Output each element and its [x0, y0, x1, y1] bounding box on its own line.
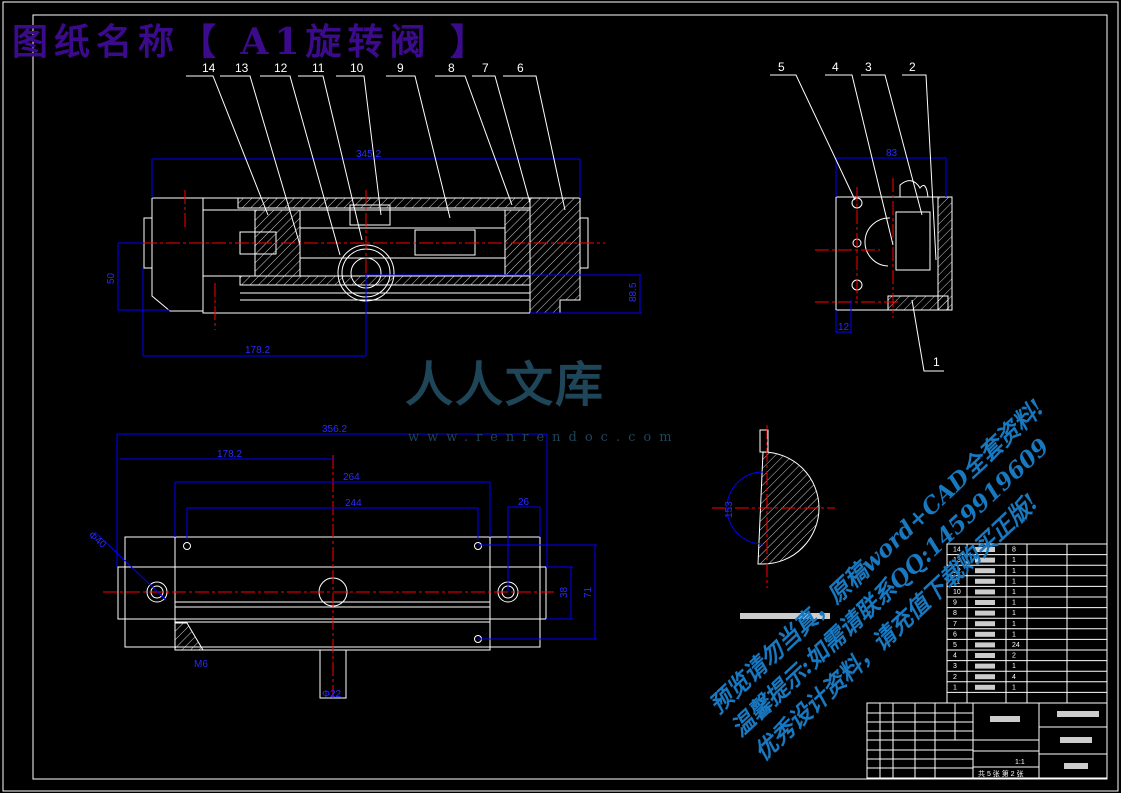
- svg-text:14: 14: [202, 61, 216, 75]
- svg-text:8: 8: [448, 61, 455, 75]
- dim-shaft: Φ22: [322, 689, 342, 700]
- table-row-name: [975, 589, 995, 595]
- front-section-view: 345.2 50 178.2 88.5 14 13 12 11 10 9 8 7…: [106, 61, 642, 357]
- dim-top-offset: 178.2: [217, 449, 242, 460]
- dim-height: 50: [106, 272, 117, 284]
- table-row-number: 4: [953, 653, 957, 660]
- dim-dia: Φ40: [86, 530, 108, 551]
- watermark-site: www.renrendoc.com: [408, 430, 680, 445]
- top-view: 356.2 178.2 264 244 26 Φ40 38 71 M6 Φ22: [86, 424, 597, 700]
- table-row-number: 2: [953, 674, 957, 681]
- table-row-quantity: 1: [1012, 589, 1016, 596]
- table-row-name: [975, 642, 995, 648]
- side-view: 83 12 5 4 3 2 1: [770, 60, 953, 372]
- svg-text:4: 4: [832, 60, 839, 74]
- dim-overall: 345.2: [356, 149, 381, 160]
- table-row-quantity: 1: [1012, 621, 1016, 628]
- dim-right-height: 88.5: [628, 282, 639, 302]
- table-row-number: 8: [953, 610, 957, 617]
- table-row-name: [975, 578, 995, 584]
- title-block-scale: 1:1: [1015, 759, 1025, 766]
- table-row-quantity: 1: [1012, 684, 1016, 691]
- svg-text:7: 7: [482, 61, 489, 75]
- table-row-quantity: 1: [1012, 663, 1016, 670]
- table-row-number: 10: [953, 589, 961, 596]
- table-row-number: 14: [953, 547, 961, 554]
- svg-text:10: 10: [350, 61, 364, 75]
- section-note: [740, 613, 830, 619]
- table-row-name: [975, 600, 995, 605]
- table-row-quantity: 1: [1012, 600, 1016, 607]
- title-block: 1:1 共 5 张 第 2 张: [866, 702, 1108, 779]
- table-row-quantity: 1: [1012, 631, 1016, 638]
- svg-text:3: 3: [865, 60, 872, 74]
- dim-h2: 71: [583, 586, 594, 598]
- table-row-quantity: 8: [1012, 547, 1016, 554]
- svg-text:5: 5: [778, 60, 785, 74]
- table-row-name: [975, 547, 995, 552]
- table-row-name: [975, 674, 995, 680]
- inner-frame: [32, 14, 1108, 780]
- table-row-name: [975, 684, 995, 690]
- table-row-number: 5: [953, 642, 957, 649]
- table-row-name: [975, 653, 995, 658]
- table-row-number: 9: [953, 600, 957, 607]
- table-row-quantity: 1: [1012, 610, 1016, 617]
- table-row-number: 7: [953, 621, 957, 628]
- dim-span1: 264: [343, 472, 360, 483]
- svg-text:12: 12: [274, 61, 288, 75]
- drawing-title: 图纸名称【 A1旋转阀 】: [12, 21, 493, 63]
- svg-text:2: 2: [909, 60, 916, 74]
- dim-section: 153: [724, 501, 735, 518]
- svg-text:9: 9: [397, 61, 404, 75]
- table-row-name: [975, 663, 995, 669]
- watermark-logo: 人人文库: [405, 357, 606, 413]
- table-row-number: 12: [953, 568, 961, 575]
- section-view: 153: [712, 425, 835, 619]
- table-row-quantity: 24: [1012, 642, 1020, 649]
- dim-thread: M6: [194, 659, 208, 670]
- dim-top-overall: 356.2: [322, 424, 347, 435]
- dim-side-small: 12: [838, 322, 850, 333]
- table-row-quantity: 1: [1012, 557, 1016, 564]
- svg-text:13: 13: [235, 61, 249, 75]
- dim-span2: 244: [345, 498, 362, 509]
- table-row-number: 3: [953, 663, 957, 670]
- table-row-name: [975, 621, 995, 627]
- table-row-number: 13: [953, 557, 961, 564]
- table-row-quantity: 1: [1012, 568, 1016, 575]
- table-row-name: [975, 631, 995, 637]
- table-row-name: [975, 568, 995, 574]
- title-block-sheets: 共 5 张 第 2 张: [978, 769, 1024, 778]
- svg-text:6: 6: [517, 61, 524, 75]
- svg-text:11: 11: [312, 61, 325, 75]
- table-row-number: 11: [953, 578, 960, 585]
- dim-offset: 178.2: [245, 345, 270, 356]
- dim-side-width: 83: [886, 148, 898, 159]
- part-balloons-front: 14 13 12 11 10 9 8 7 6: [186, 61, 566, 256]
- svg-text:1: 1: [933, 355, 940, 369]
- dim-h1: 38: [559, 586, 570, 598]
- table-row-name: [975, 610, 995, 616]
- table-row-quantity: 1: [1012, 578, 1016, 585]
- table-row-number: 1: [953, 684, 957, 691]
- part-balloons-side: 5 4 3 2 1: [770, 60, 944, 372]
- table-row-name: [975, 557, 995, 563]
- table-row-quantity: 2: [1012, 653, 1016, 660]
- table-row-number: 6: [953, 631, 957, 638]
- table-row-quantity: 4: [1012, 674, 1016, 681]
- dim-edge: 26: [518, 497, 530, 508]
